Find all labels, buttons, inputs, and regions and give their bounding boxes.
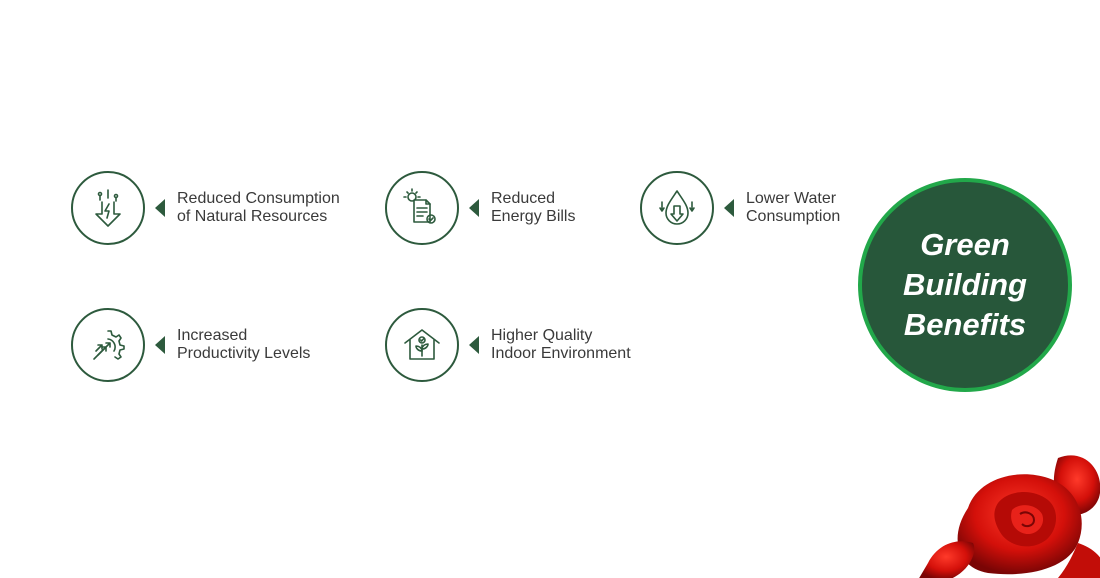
energy-bill-icon bbox=[385, 171, 459, 245]
benefit-energy-bills: Reduced Energy Bills bbox=[385, 171, 575, 245]
pointer-triangle bbox=[469, 336, 479, 354]
hero-line-2: Building bbox=[903, 267, 1027, 302]
pointer-triangle bbox=[724, 199, 734, 217]
benefit-natural-resources: Reduced Consumption of Natural Resources bbox=[71, 171, 340, 245]
green-house-icon bbox=[385, 308, 459, 382]
benefit-label: Higher Quality Indoor Environment bbox=[491, 327, 631, 362]
benefit-label: Reduced Consumption of Natural Resources bbox=[177, 190, 340, 225]
resource-arrow-icon bbox=[71, 171, 145, 245]
benefit-label: Lower Water Consumption bbox=[746, 190, 841, 225]
benefit-indoor-environment: Higher Quality Indoor Environment bbox=[385, 308, 631, 382]
water-drop-icon bbox=[640, 171, 714, 245]
pointer-triangle bbox=[155, 199, 165, 217]
productivity-gear-icon bbox=[71, 308, 145, 382]
rose-image bbox=[919, 455, 1100, 578]
green-building-benefits-badge: Green Building Benefits bbox=[858, 178, 1072, 392]
pointer-triangle bbox=[469, 199, 479, 217]
pointer-triangle bbox=[155, 336, 165, 354]
benefit-label: Reduced Energy Bills bbox=[491, 190, 576, 225]
hero-line-1: Green bbox=[920, 227, 1010, 262]
hero-line-3: Benefits bbox=[903, 307, 1027, 342]
benefit-productivity: Increased Productivity Levels bbox=[71, 308, 310, 382]
benefit-water: Lower Water Consumption bbox=[640, 171, 840, 245]
benefit-label: Increased Productivity Levels bbox=[177, 327, 311, 362]
